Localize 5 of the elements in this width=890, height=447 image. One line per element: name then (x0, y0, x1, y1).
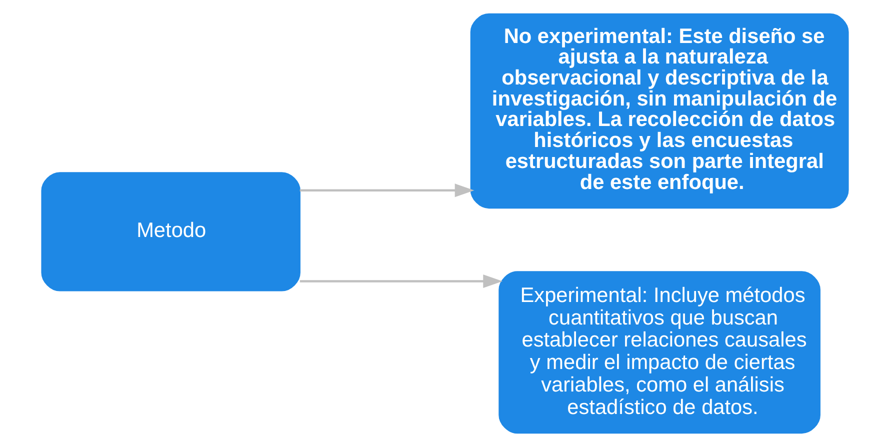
node-box: No experimental: Este diseño se ajusta a la naturaleza observacional y descriptiva de la investigación, sin manipulación de variables. La recolección de datos históricos y las encuestas estructuradas son parte integral de este enfoque. (470, 13, 849, 209)
node-box: Metodo (41, 172, 300, 292)
node-box: Experimental: Incluye métodos cuantitativos que buscan establecer relaciones causales y medir el impacto de ciertas variables, como el análisis estadístico de datos. (498, 271, 820, 434)
arrow (300, 184, 474, 198)
arrow (300, 274, 503, 288)
